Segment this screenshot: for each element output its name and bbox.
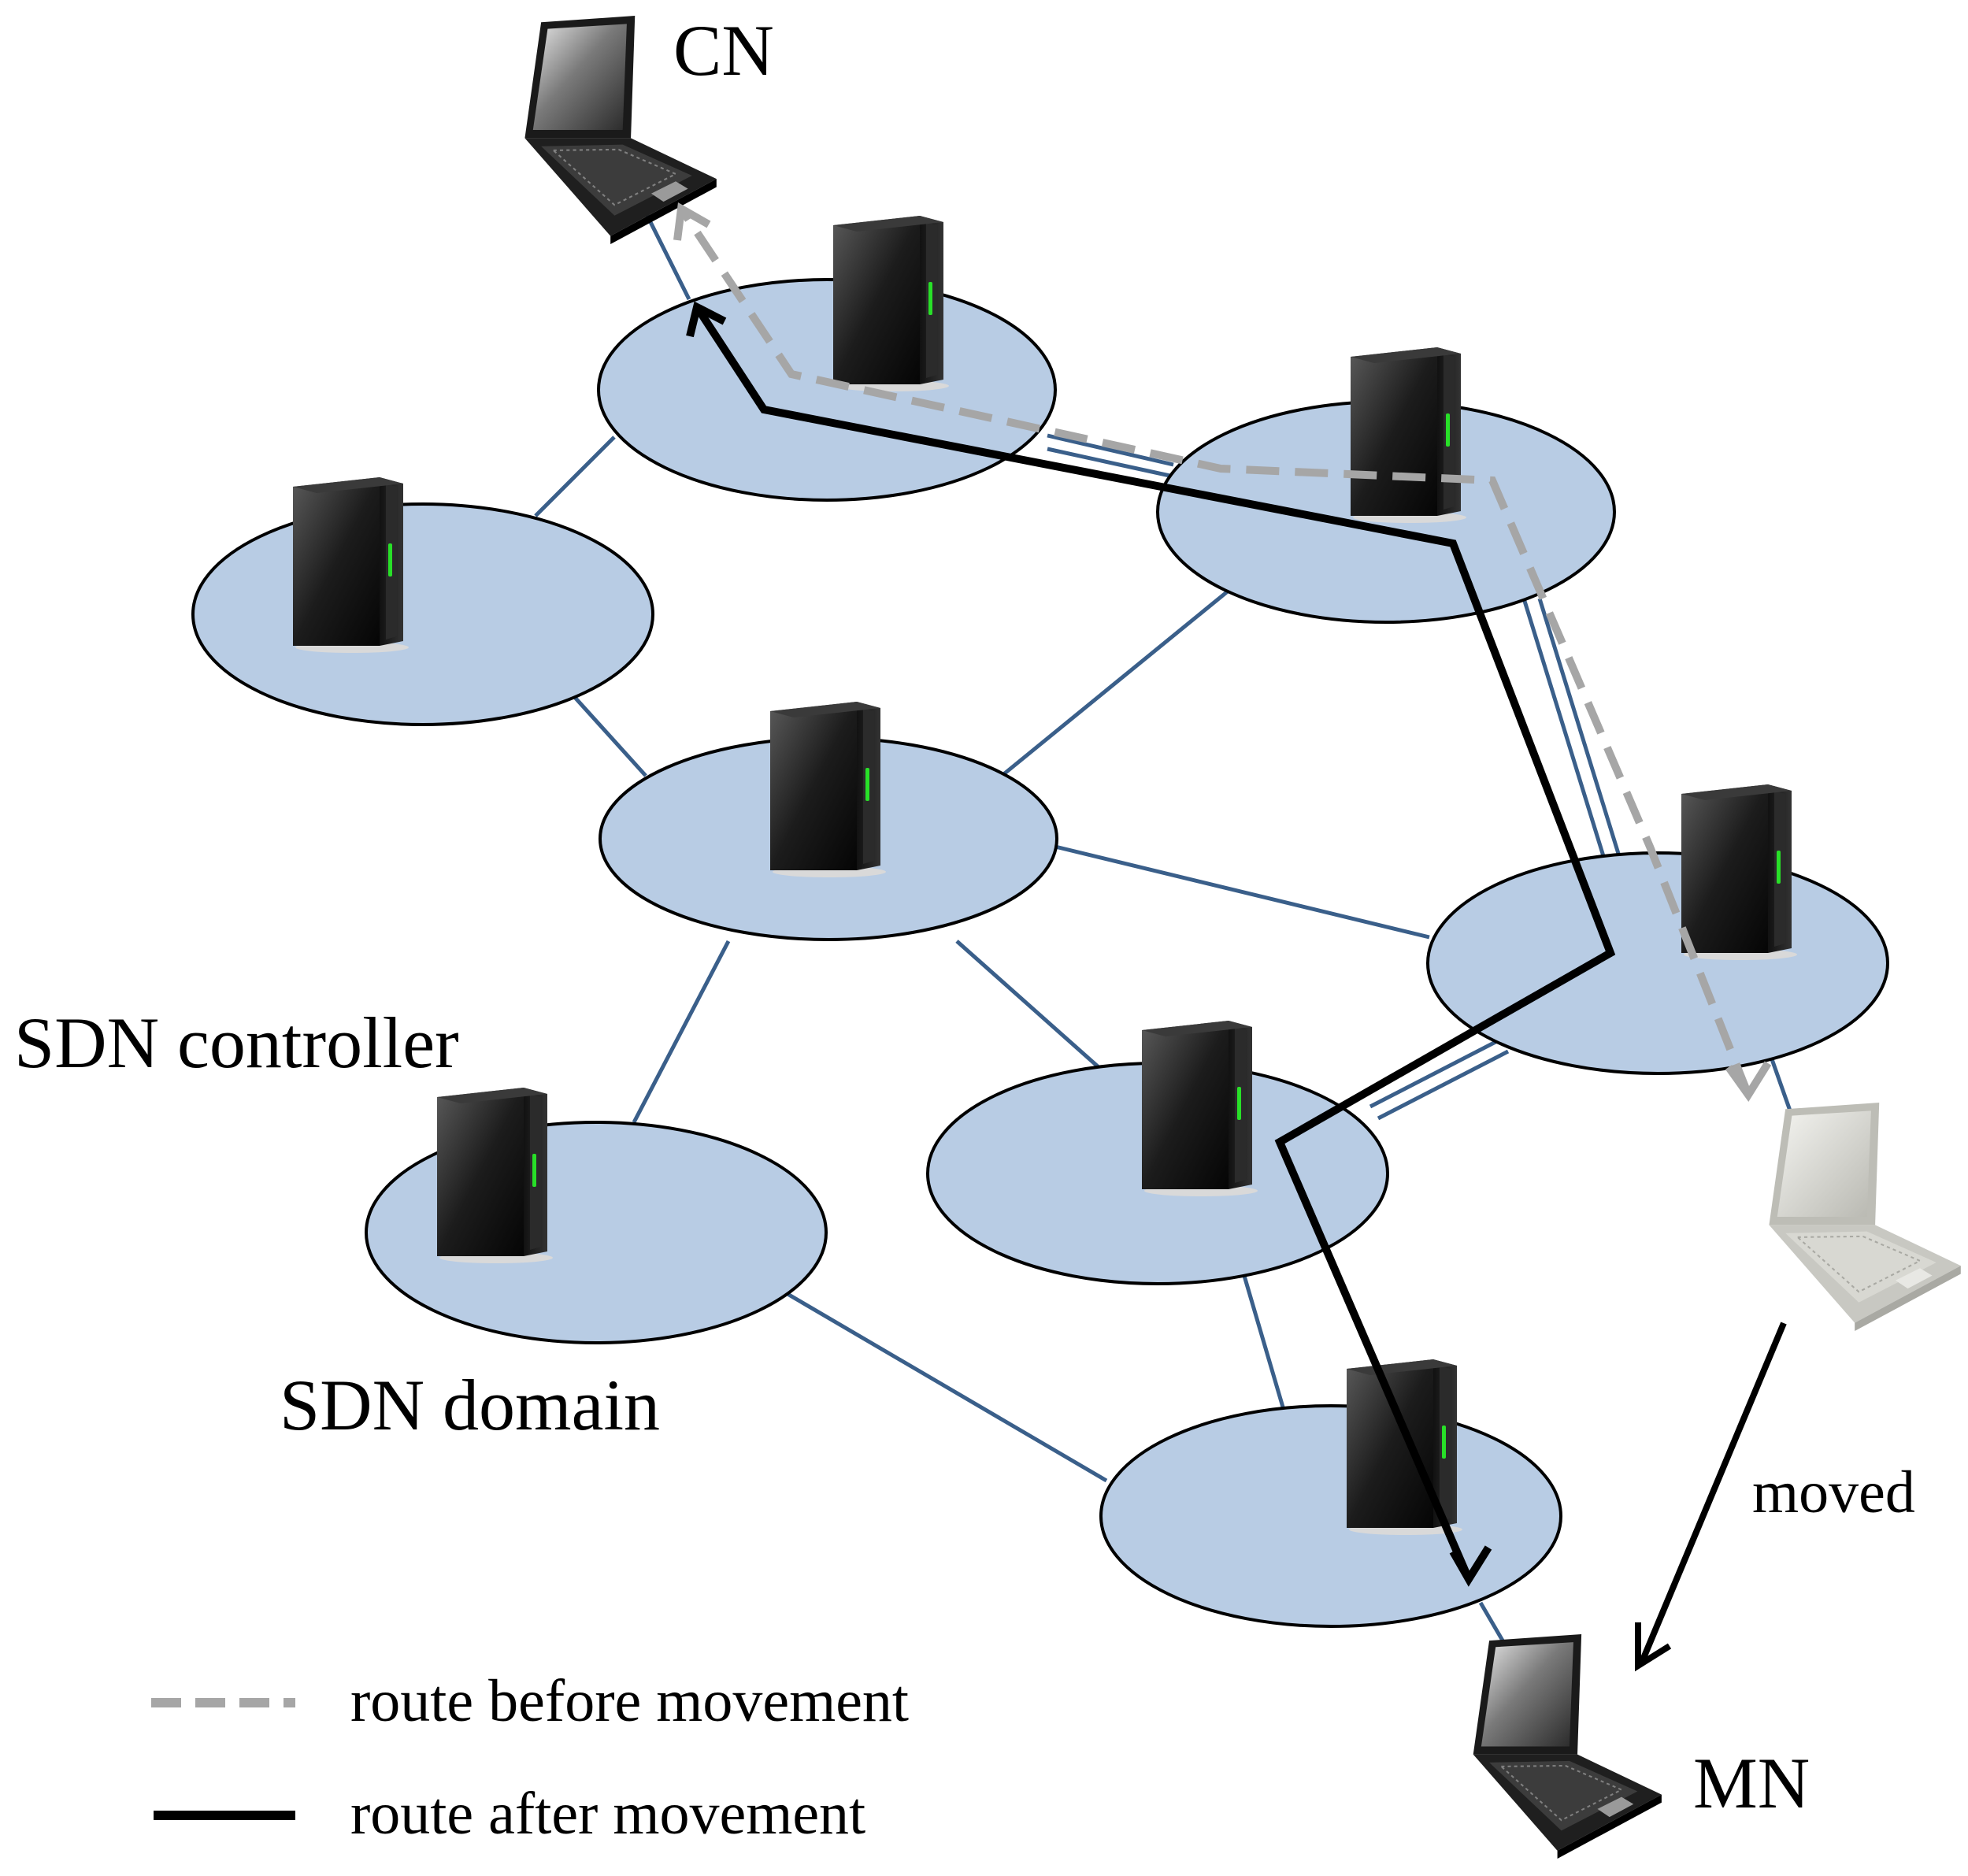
route-after-arrowhead-cn — [686, 301, 727, 338]
sdn-domain-bottom — [1099, 1404, 1562, 1628]
route-after-arrowhead-mn — [1449, 1545, 1492, 1587]
route-before-arrowhead-mn — [1725, 1061, 1772, 1102]
movement-arrow-shaft — [1639, 1322, 1787, 1663]
route-before-movement — [673, 202, 1772, 1102]
moved-label: moved — [1752, 1459, 1915, 1526]
legend-label-before: route before movement — [350, 1668, 909, 1734]
link-top-left — [534, 436, 616, 517]
link-left-center — [569, 691, 647, 777]
mn-label: MN — [1693, 1743, 1810, 1823]
sdn-domain-label: SDN domain — [280, 1365, 660, 1445]
server-tower-icon — [770, 702, 886, 877]
link-right-center — [1000, 589, 1230, 777]
legend: route before movement route after moveme… — [151, 1668, 909, 1847]
server-tower-icon — [1142, 1021, 1258, 1196]
cn-label: CN — [673, 10, 774, 91]
server-tower-icon — [293, 477, 409, 653]
route-before-arrowhead-cn — [673, 202, 711, 241]
legend-label-after: route after movement — [350, 1781, 865, 1847]
link-center-bottomleft — [632, 940, 731, 1124]
link-cn-top — [643, 211, 691, 301]
movement-arrow — [1635, 1322, 1787, 1672]
server-tower-icon — [1681, 784, 1797, 960]
server-tower-icon — [1347, 1359, 1462, 1535]
sdn-domain-left — [191, 502, 654, 726]
server-tower-icon — [833, 216, 949, 391]
sdn-controller-label: SDN controller — [14, 1003, 459, 1083]
link-east-bottommid-2 — [1377, 1049, 1510, 1121]
link-bottommid-bottom — [1242, 1275, 1286, 1411]
route-after-path — [693, 305, 1616, 1581]
link-top-right-2 — [1047, 447, 1174, 479]
link-center-east — [1054, 844, 1430, 940]
server-tower-icon — [437, 1088, 553, 1263]
route-before-path — [677, 206, 1752, 1096]
link-top-right — [1047, 433, 1174, 467]
link-right-east — [1521, 598, 1609, 867]
server-tower-icon — [1351, 347, 1466, 523]
link-east-bottommid — [1369, 1037, 1502, 1109]
route-after-movement — [686, 301, 1616, 1587]
link-bottomleft-bottom — [782, 1289, 1108, 1483]
laptop-icon — [1472, 1634, 1662, 1859]
sdn-domain-top — [597, 278, 1057, 502]
laptop-icon — [1768, 1103, 1962, 1331]
sdn-domain-east — [1426, 851, 1889, 1075]
sdn-domain-bottom-left — [365, 1121, 828, 1344]
link-right-east-2 — [1537, 598, 1625, 867]
link-center-bottommid — [955, 940, 1100, 1069]
movement-arrow-head — [1635, 1622, 1672, 1672]
